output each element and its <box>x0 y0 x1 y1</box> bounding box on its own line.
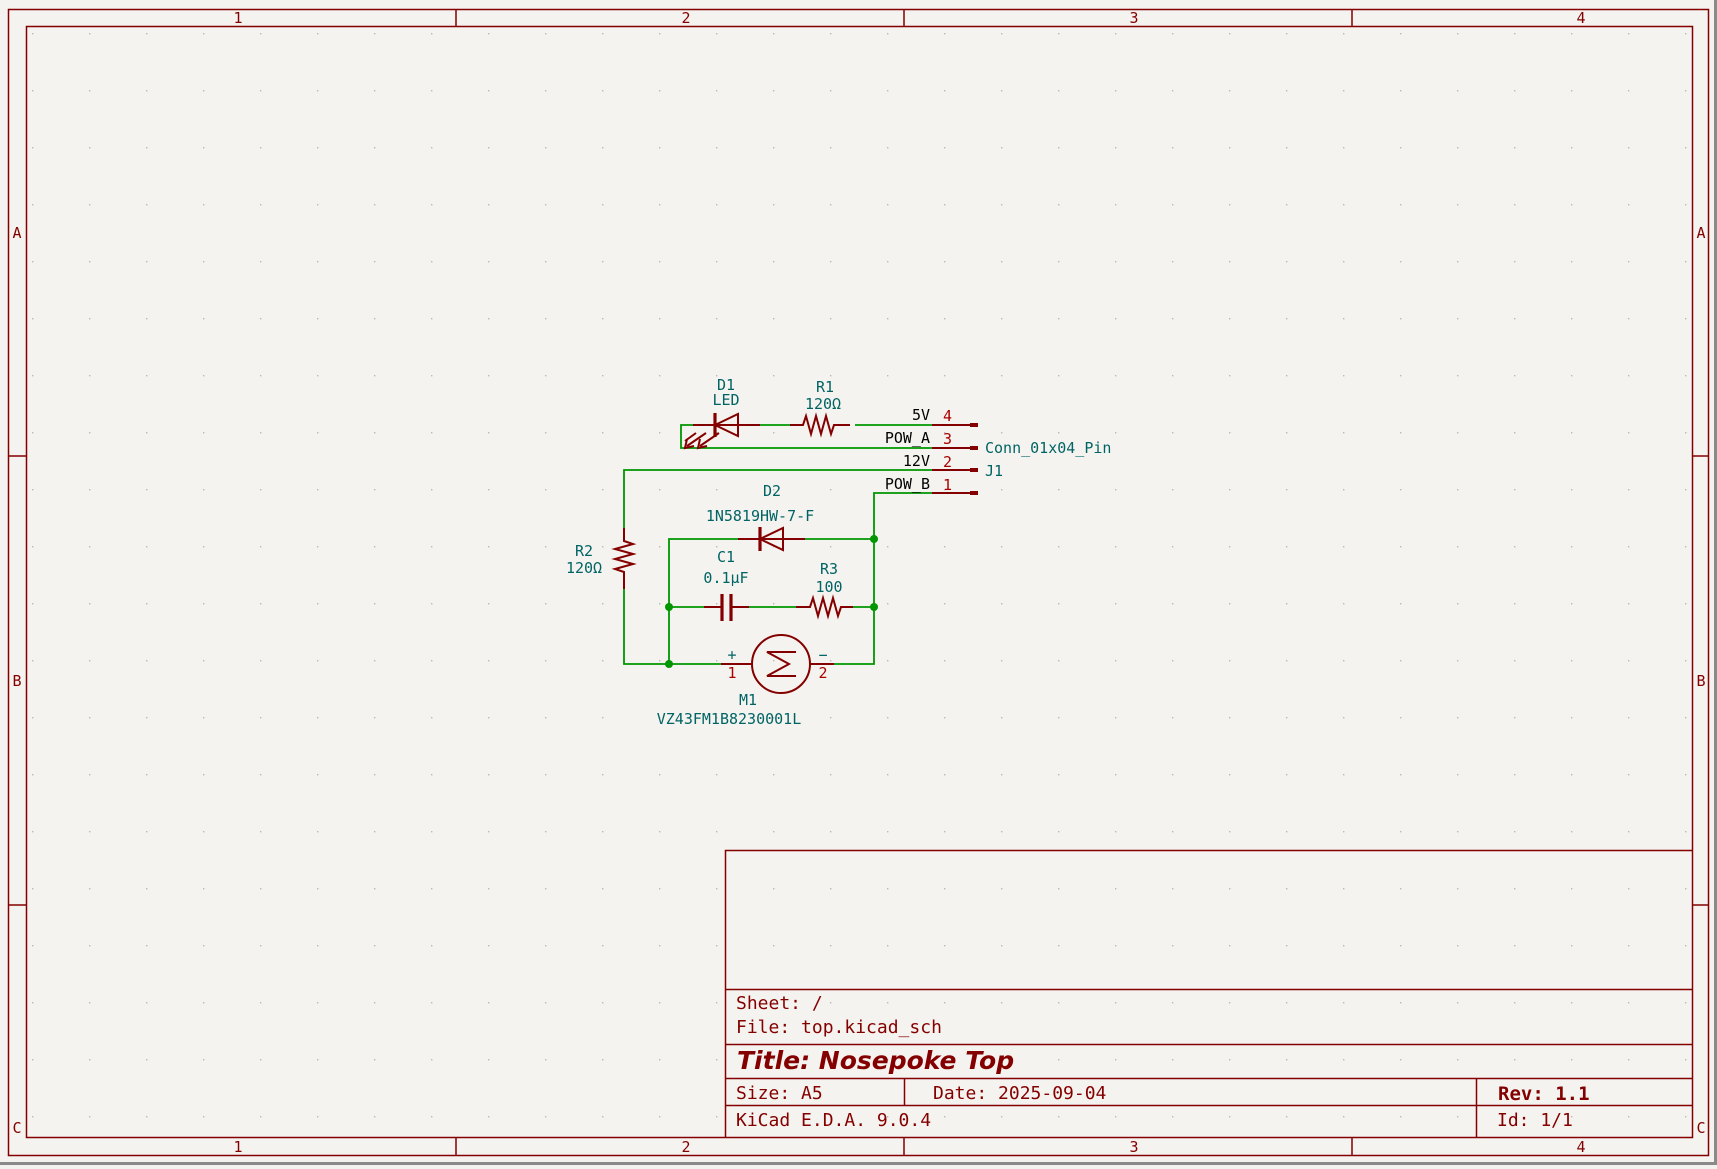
resistor-zigzag-icon <box>611 528 637 589</box>
column-label-3-bottom: 3 <box>1129 1138 1138 1156</box>
m1-pin1: 1 <box>727 664 736 682</box>
resistor-r3[interactable]: R3 100 <box>796 560 853 620</box>
light-emit-arrow-icon <box>686 432 707 447</box>
row-label-c-left: C <box>12 1119 21 1137</box>
capacitor-c1[interactable]: C1 0.1µF <box>703 548 749 621</box>
title-block-sheet: Sheet: / <box>736 993 823 1014</box>
wires[interactable] <box>623 424 938 665</box>
title-block: Sheet: / File: top.kicad_sch Title: Nose… <box>724 849 1693 1138</box>
inner-frame <box>25 25 1694 1139</box>
m1-ref: M1 <box>739 691 757 709</box>
title-block-rev: Rev: 1.1 <box>1498 1083 1590 1105</box>
r1-value: 120Ω <box>805 395 841 413</box>
column-label-1-top: 1 <box>233 9 242 27</box>
title-block-title: Title: Nosepoke Top <box>737 1046 1014 1075</box>
r2-ref: R2 <box>575 542 593 560</box>
c1-ref: C1 <box>717 548 735 566</box>
schottky-diode-icon <box>757 526 784 552</box>
column-dividers <box>8 9 1709 1156</box>
r1-ref: R1 <box>816 378 834 396</box>
c1-value: 0.1µF <box>703 569 748 587</box>
grid-dots <box>32 33 1687 1118</box>
window-edge-bottom <box>0 1162 1717 1165</box>
resistor-r2[interactable]: R2 120Ω <box>566 528 637 589</box>
r3-ref: R3 <box>820 560 838 578</box>
led-d1[interactable]: D1 LED <box>683 376 760 450</box>
column-label-2-top: 2 <box>681 9 690 27</box>
r2-value: 120Ω <box>566 559 602 577</box>
j1-pin1-name: POW_B <box>885 475 930 493</box>
d1-value: LED <box>712 391 739 409</box>
row-label-c-right: C <box>1696 1119 1705 1137</box>
j1-pin3-name: POW_A <box>885 429 930 447</box>
m1-minus: − <box>818 646 827 664</box>
m1-pin2: 2 <box>818 664 827 682</box>
motor-circle-icon <box>751 634 811 694</box>
j1-pin4-number: 4 <box>943 407 952 425</box>
column-label-4-bottom: 4 <box>1576 1138 1585 1156</box>
connector-j1[interactable]: 5V 4 POW_A 3 12V 2 POW_B 1 Conn_01x04_Pi… <box>885 406 1112 495</box>
window-edge-right <box>1714 0 1717 1165</box>
row-label-b-left: B <box>12 672 21 690</box>
title-block-file: File: top.kicad_sch <box>736 1017 942 1038</box>
led-diode-icon <box>712 412 739 438</box>
column-label-2-bottom: 2 <box>681 1138 690 1156</box>
resistor-r1[interactable]: R1 120Ω <box>790 378 850 438</box>
row-label-a-right: A <box>1696 224 1705 242</box>
junctions <box>665 535 878 668</box>
diode-d2[interactable]: D2 1N5819HW-7-F <box>706 482 814 552</box>
j1-pin2-number: 2 <box>943 453 952 471</box>
resistor-zigzag-icon <box>790 412 850 438</box>
title-block-id: Id: 1/1 <box>1497 1110 1573 1131</box>
m1-plus: + <box>727 646 736 664</box>
d2-ref: D2 <box>763 482 781 500</box>
j1-value: Conn_01x04_Pin <box>985 439 1111 457</box>
title-block-size: Size: A5 <box>736 1083 823 1104</box>
m1-value: VZ43FM1B8230001L <box>657 710 802 728</box>
j1-pin4-name: 5V <box>912 406 930 424</box>
row-label-b-right: B <box>1696 672 1705 690</box>
title-block-tool: KiCad E.D.A. 9.0.4 <box>736 1110 931 1131</box>
column-label-3-top: 3 <box>1129 9 1138 27</box>
j1-ref: J1 <box>985 462 1003 480</box>
column-label-1-bottom: 1 <box>233 1138 242 1156</box>
j1-pin2-name: 12V <box>903 452 930 470</box>
resistor-zigzag-icon <box>796 594 853 620</box>
motor-sigma-icon <box>766 651 796 677</box>
r3-value: 100 <box>815 578 842 596</box>
motor-m1[interactable]: + 1 − 2 M1 VZ43FM1B8230001L <box>657 634 834 728</box>
j1-pin1-number: 1 <box>943 476 952 494</box>
row-label-a-left: A <box>12 224 21 242</box>
outer-frame <box>7 8 1710 1157</box>
column-label-4-top: 4 <box>1576 9 1585 27</box>
title-block-date: Date: 2025-09-04 <box>933 1083 1106 1104</box>
d1-ref: D1 <box>717 376 735 394</box>
d2-value: 1N5819HW-7-F <box>706 507 814 525</box>
j1-pin3-number: 3 <box>943 430 952 448</box>
